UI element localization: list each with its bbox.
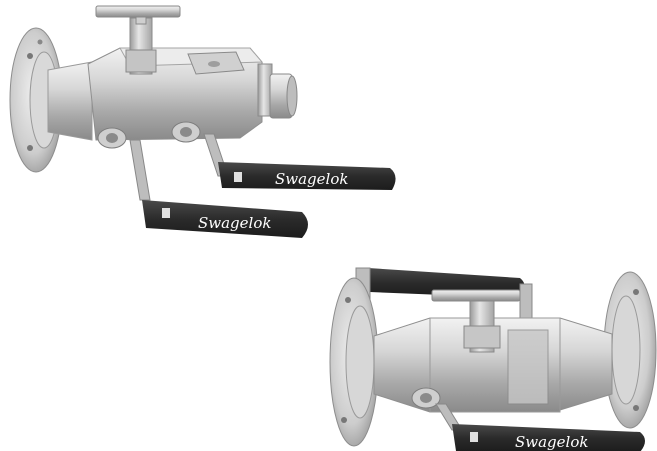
valve-upper: Swagelok Swagelok bbox=[9, 5, 396, 238]
upper-lever-handle-front: Swagelok bbox=[142, 200, 308, 238]
upper-bolt-left bbox=[97, 127, 127, 149]
brand-label: Swagelok bbox=[275, 170, 348, 188]
lower-bolt bbox=[411, 387, 441, 409]
lower-lever-handle: Swagelok bbox=[452, 424, 645, 451]
brand-label: Swagelok bbox=[198, 214, 271, 232]
valve-lower: Swagelok bbox=[329, 267, 657, 451]
upper-lever-handle-back: Swagelok bbox=[218, 162, 396, 190]
upper-t-handle bbox=[95, 5, 181, 18]
brand-label: Swagelok bbox=[515, 433, 588, 451]
upper-bolt-right bbox=[171, 121, 201, 143]
lower-t-handle bbox=[431, 289, 521, 302]
